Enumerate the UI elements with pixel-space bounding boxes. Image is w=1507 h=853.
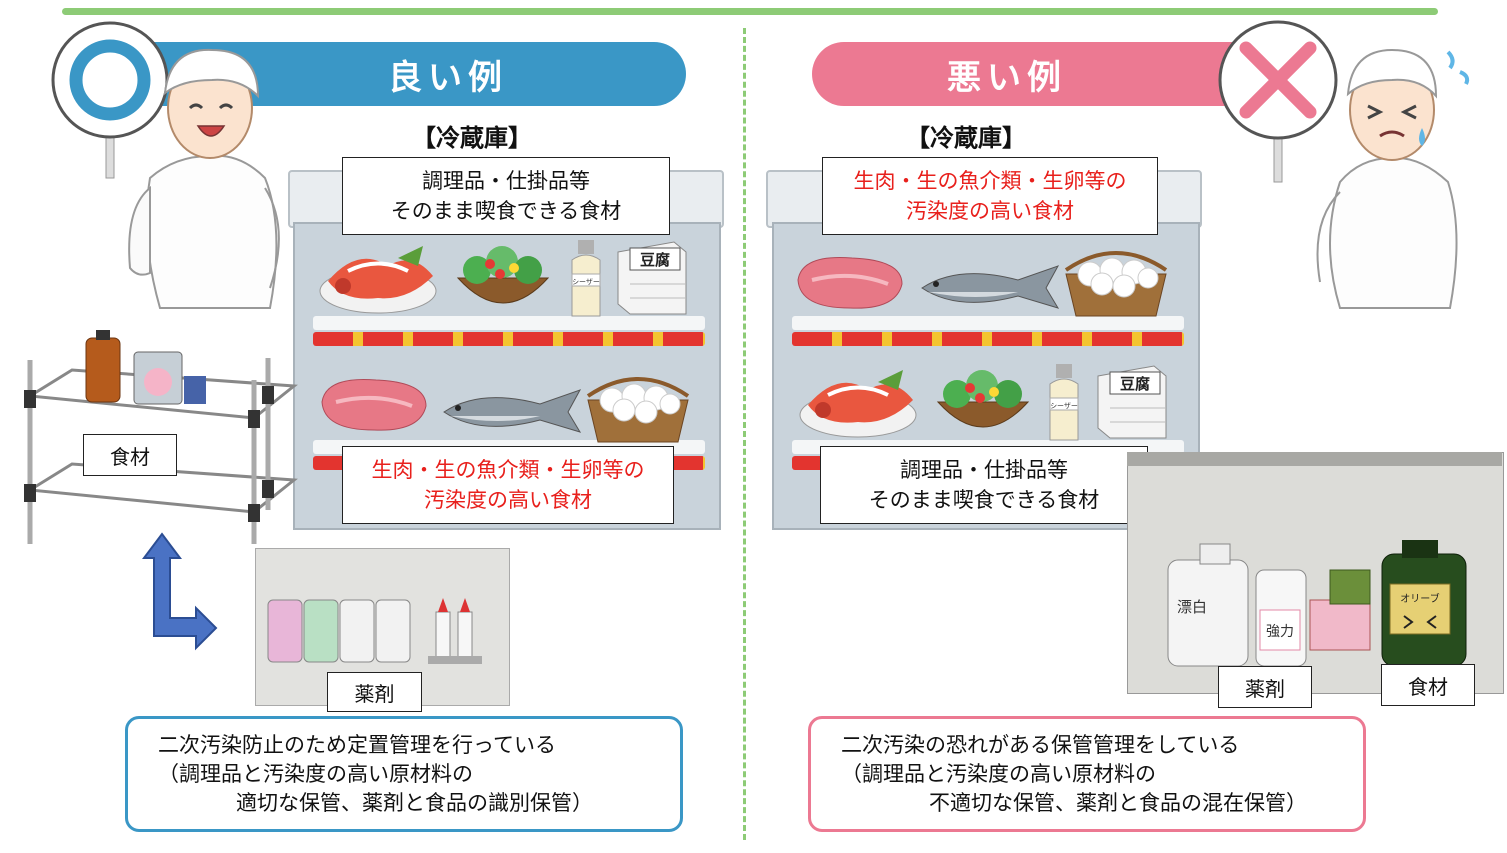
bad-summary-line3: 不適切な保管、薬剤と食品の混在保管） — [929, 791, 1307, 815]
salad-bowl-icon — [456, 246, 550, 304]
bad-fridge-band — [792, 332, 1184, 346]
bad-top-shelf-line2: 汚染度の高い食材 — [906, 199, 1074, 223]
bad-fridge-label: 【冷蔵庫】 — [906, 124, 1026, 152]
bad-bottom-shelf-line2: そのまま喫食できる食材 — [868, 488, 1100, 512]
top-rule — [62, 8, 1438, 15]
bad-chemical-tag: 薬剤 — [1218, 666, 1312, 708]
good-bottom-shelf-line1: 生肉・生の魚介類・生卵等の — [371, 458, 645, 482]
good-bottom-shelf-line2: 汚染度の高い食材 — [424, 488, 592, 512]
rack-food-tag: 食材 — [83, 434, 177, 476]
raw-meat-icon — [797, 256, 903, 309]
tofu-label: 豆腐 — [1120, 375, 1150, 393]
bad-summary-box: 二次汚染の恐れがある保管管理をしている （調理品と汚染度の高い原材料の 不適切な… — [808, 716, 1366, 832]
good-top-shelf-line1: 調理品・仕掛品等 — [422, 169, 590, 193]
good-fridge-label: 【冷蔵庫】 — [412, 124, 532, 152]
bad-summary-line2: （調理品と汚染度の高い原材料の — [841, 762, 1156, 786]
chemical-bottles-icon — [267, 598, 482, 664]
good-bottom-shelf-box: 生肉・生の魚介類・生卵等の 汚染度の高い食材 — [342, 446, 674, 524]
good-summary-line3: 適切な保管、薬剤と食品の識別保管） — [236, 791, 593, 815]
oil-label: オリーブ — [1400, 592, 1439, 605]
bad-summary-line1: 二次汚染の恐れがある保管管理をしている — [841, 733, 1240, 757]
happy-chef-figure — [128, 48, 280, 309]
cross-sign-icon — [1218, 20, 1338, 183]
dressing-label: シーザー — [1050, 402, 1078, 410]
raw-fish-icon — [443, 389, 582, 433]
egg-basket-icon — [1064, 251, 1168, 317]
raw-meat-icon — [321, 378, 427, 431]
counter-edge — [1127, 452, 1502, 466]
salad-bowl-icon — [936, 370, 1030, 428]
good-summary-line1: 二次汚染防止のため定置管理を行っている — [158, 733, 556, 757]
tofu-pack-icon: 豆腐 — [617, 241, 687, 315]
bad-top-shelf-line1: 生肉・生の魚介類・生卵等の — [853, 169, 1127, 193]
storage-separation-arrow-icon — [142, 532, 218, 651]
bad-bottom-shelf-box: 調理品・仕掛品等 そのまま喫食できる食材 — [820, 446, 1148, 524]
good-top-shelf-box: 調理品・仕掛品等 そのまま喫食できる食材 — [342, 157, 670, 235]
mixed-chemicals-and-food-icon: 漂白 強力 オリーブ — [1167, 540, 1467, 667]
good-fridge-shelf — [313, 316, 705, 330]
center-divider — [743, 28, 746, 840]
wire-rack-icon — [24, 330, 298, 544]
raw-fish-icon — [921, 265, 1060, 309]
circle-sign-icon — [51, 21, 169, 179]
tofu-pack-icon: 豆腐 — [1097, 365, 1167, 439]
dressing-bottle-icon: シーザー — [571, 240, 601, 317]
good-example-title: 良い例 — [388, 57, 508, 98]
bad-fridge-shelf — [792, 316, 1184, 330]
bleach-label: 漂白 — [1177, 598, 1207, 616]
strong-label: 強力 — [1266, 624, 1294, 640]
egg-basket-icon — [586, 377, 690, 443]
good-summary-box: 二次汚染防止のため定置管理を行っている （調理品と汚染度の高い原材料の 適切な保… — [125, 716, 683, 832]
dressing-bottle-icon: シーザー — [1049, 364, 1079, 441]
worried-chef-figure — [1316, 48, 1470, 309]
bad-food-tag: 食材 — [1381, 664, 1475, 706]
good-fridge-band — [313, 332, 705, 346]
good-summary-line2: （調理品と汚染度の高い原材料の — [158, 762, 473, 786]
bad-top-shelf-box: 生肉・生の魚介類・生卵等の 汚染度の高い食材 — [822, 157, 1158, 235]
good-top-shelf-line2: そのまま喫食できる食材 — [390, 199, 622, 223]
sashimi-platter-icon — [319, 246, 437, 314]
dressing-label: シーザー — [572, 278, 600, 286]
bad-bottom-shelf-line1: 調理品・仕掛品等 — [900, 458, 1068, 482]
bad-example-title: 悪い例 — [947, 57, 1067, 98]
sashimi-platter-icon — [799, 370, 917, 438]
good-chemical-tag: 薬剤 — [327, 672, 422, 712]
tofu-label: 豆腐 — [640, 251, 670, 269]
